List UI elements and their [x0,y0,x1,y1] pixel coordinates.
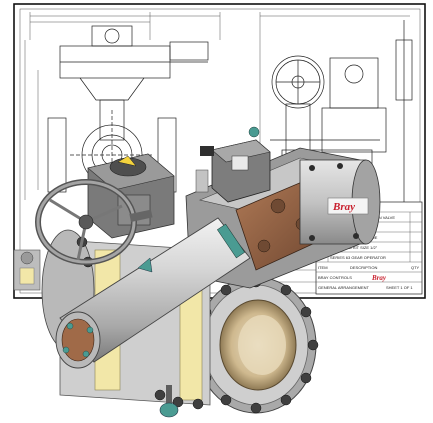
title-block-logo: Bray [371,274,387,282]
title-line-3: SHEET 1 OF 1 [386,285,413,290]
position-indicator-icon [117,155,137,167]
limit-switch-box [195,126,271,203]
valve-3d-render: Bray [13,126,381,418]
air-fitting-icon [137,257,153,273]
rev-row-4: MOUNTING KIT SIZE 1/2" [330,245,378,250]
gear-operator [87,153,175,239]
rev-header-item: ITEM [318,265,328,270]
brand-nameplate [327,197,369,215]
rev-row-5: SERIES 63 GEAR OPERATOR [330,255,386,260]
secondary-valve [13,249,41,291]
title-line-2: GENERAL ARRANGEMENT [318,285,370,290]
cylinder-end-cap [61,318,95,362]
valve-body-flange [193,276,319,414]
title-line-1: BRAY CONTROLS [318,275,352,280]
cable-gland-icon [200,146,214,156]
rev-header-description: DESCRIPTION [350,265,377,270]
rev-header-qty: QTY [411,265,420,270]
handwheel[interactable] [35,179,153,265]
spring-cylinder [55,217,251,369]
brand-logo: Bray [332,201,355,213]
